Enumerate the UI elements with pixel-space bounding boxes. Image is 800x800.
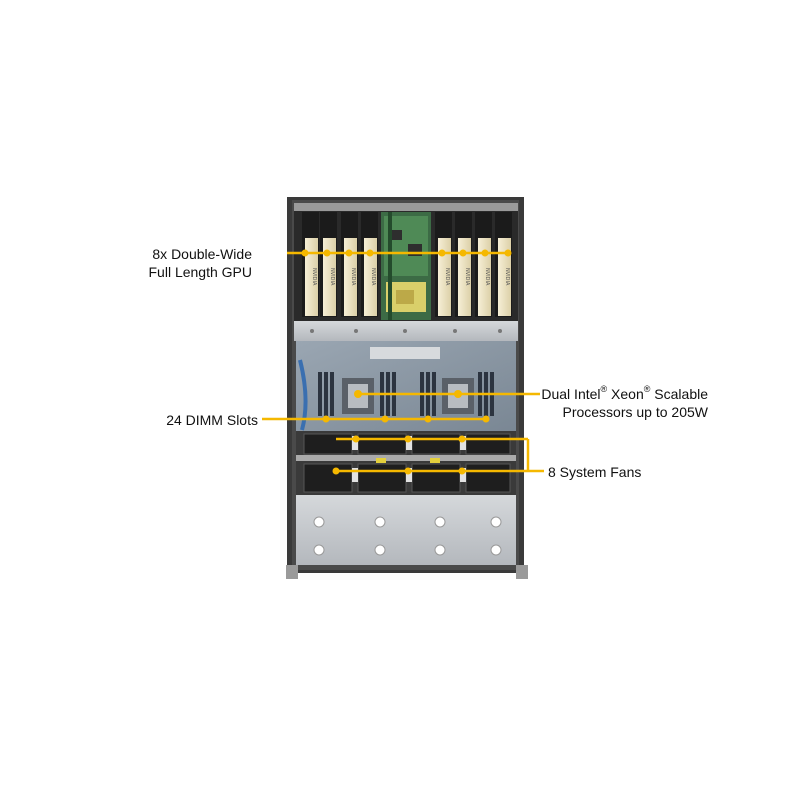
gpu-callout-label: 8x Double-Wide Full Length GPU [140, 245, 253, 281]
cpu-brand-intel: Dual Intel [541, 386, 601, 402]
gpu-card [498, 238, 511, 316]
pcie-board [381, 212, 431, 320]
gpu-cards-left [302, 212, 378, 317]
cpu-callout-line2: Processors up to 205W [562, 404, 708, 420]
gpu-card [323, 238, 336, 316]
dimm-callout-line1: 24 DIMM Slots [166, 412, 258, 428]
bulkhead-bar [294, 321, 518, 341]
callout-lines [262, 251, 544, 473]
gpu-card [478, 238, 491, 316]
callout-dots [301, 249, 512, 475]
gpu-callout-line2: Full Length GPU [148, 264, 253, 280]
drive-bay [286, 495, 528, 579]
gpu-card [305, 238, 318, 316]
gpu-card [364, 238, 377, 316]
system-fan [411, 433, 461, 455]
system-fan [357, 433, 407, 455]
dimm-callout-label: 24 DIMM Slots [140, 411, 258, 429]
gpu-card [344, 238, 357, 316]
gpu-brand-text: NVIDIA [444, 268, 450, 286]
system-fan [465, 463, 511, 493]
gpu-card [458, 238, 471, 316]
gpu-cards-right [435, 212, 512, 317]
cpu-callout-line1: Dual Intel® Xeon® Scalable [520, 385, 708, 403]
registered-mark: ® [600, 384, 608, 395]
system-fan [465, 433, 511, 455]
gpu-brand-text: NVIDIA [329, 268, 335, 286]
fans-callout-line1: 8 System Fans [548, 464, 642, 480]
system-fan [303, 433, 353, 455]
registered-mark: ® [643, 384, 651, 395]
gpu-brand-text: NVIDIA [504, 268, 510, 286]
gpu-card [438, 238, 451, 316]
gpu-brand-text: NVIDIA [370, 268, 376, 286]
gpu-callout-line1: 8x Double-Wide [152, 246, 252, 262]
cpu-brand-scalable: Scalable [650, 386, 708, 402]
gpu-brand-text: NVIDIA [484, 268, 490, 286]
cpu-brand-xeon: Xeon [607, 386, 644, 402]
gpu-brand-text: NVIDIA [311, 268, 317, 286]
cpu-callout-label: Dual Intel® Xeon® Scalable Processors up… [520, 385, 708, 421]
system-fan [411, 463, 461, 493]
system-fan [357, 463, 407, 493]
gpu-brand-marks: NVIDIA NVIDIA NVIDIA NVIDIA NVIDIA NVIDI… [311, 268, 510, 286]
fans-callout-label: 8 System Fans [548, 463, 641, 481]
system-fan [303, 463, 353, 493]
gpu-brand-text: NVIDIA [464, 268, 470, 286]
gpu-brand-text: NVIDIA [350, 268, 356, 286]
